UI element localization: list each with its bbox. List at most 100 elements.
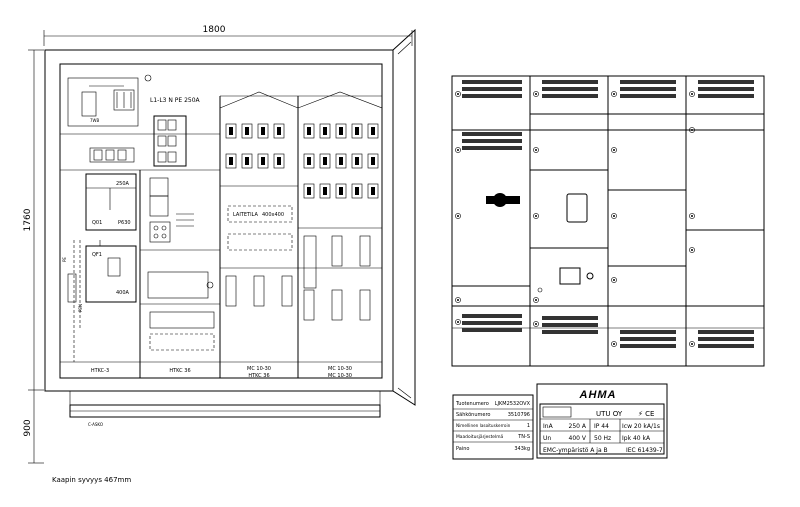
- knob-center: [457, 321, 459, 323]
- brand-logo: AHMA: [579, 389, 617, 401]
- ce-mark-icon: ⚡ CE: [638, 410, 654, 418]
- knob-icon: [689, 213, 695, 219]
- nameplate: [536, 383, 668, 459]
- fuse-base: [241, 123, 253, 139]
- fuse-base: [273, 153, 285, 169]
- pe-label: PE: [62, 257, 67, 262]
- knob-icon: [689, 247, 695, 253]
- fuse-link: [245, 127, 249, 135]
- fuse-grid-section3: [225, 123, 285, 169]
- knob-icon: [533, 321, 539, 327]
- indicator-box: [559, 267, 581, 285]
- knob-icon: [455, 213, 461, 219]
- cabinet-body: [44, 28, 416, 418]
- pen-label: PEN: [78, 304, 83, 312]
- nameplate-r2-c4: Ipk 40 kA: [622, 435, 651, 442]
- type-row-1-label: Tuotenumero: [455, 401, 489, 407]
- fuse-link: [371, 187, 375, 195]
- qf1-rating: 400A: [116, 290, 130, 296]
- knob-icon: [611, 91, 617, 97]
- section-label-3a: MC 10-30: [247, 366, 271, 372]
- knob-center: [457, 215, 459, 217]
- fuse-link: [277, 157, 281, 165]
- vent-slot: [620, 344, 676, 348]
- fuse-link: [229, 127, 233, 135]
- socket-label: C-ASKO: [88, 422, 103, 427]
- small-breaker-group: [67, 77, 139, 127]
- fuse-link: [229, 157, 233, 165]
- vent-slot: [542, 87, 598, 91]
- fuse-base: [257, 153, 269, 169]
- vent-slot: [462, 94, 522, 98]
- section-label-1: HTKC-3: [91, 368, 109, 374]
- vent-slot: [462, 321, 522, 325]
- type-row-3-label: Nimellinen lasoituskerroin: [456, 423, 511, 428]
- dimension-height-lower: 900: [23, 419, 33, 436]
- type-row-2-label: Sähkönumero: [456, 412, 490, 418]
- fuse-base: [241, 153, 253, 169]
- section-label-3b: HTKC 36: [248, 373, 269, 379]
- knob-icon: [689, 341, 695, 347]
- vent-slot: [462, 139, 522, 143]
- fuse-link: [307, 127, 311, 135]
- vent-slot: [698, 330, 754, 334]
- type-table: [452, 394, 534, 460]
- type-row-3-value: 1: [527, 423, 530, 429]
- vent-slot: [620, 330, 676, 334]
- section2-devices: [147, 177, 215, 351]
- knob-center: [613, 215, 615, 217]
- front-view: [451, 75, 765, 367]
- blank-plate-2: [227, 233, 293, 251]
- fuse-link: [323, 127, 327, 135]
- vent-slot: [462, 80, 522, 84]
- fuse-base: [303, 123, 315, 139]
- qf1-label: QF1: [92, 252, 102, 258]
- fuse-link: [355, 127, 359, 135]
- vent-slot: [698, 87, 754, 91]
- knob-center: [613, 149, 615, 151]
- vent-slot: [462, 146, 522, 150]
- fuse-base: [273, 123, 285, 139]
- knob-center: [691, 249, 693, 251]
- fuse-link: [323, 157, 327, 165]
- screw-icon: [537, 287, 543, 293]
- vent-slot: [698, 80, 754, 84]
- fuse-base: [367, 183, 379, 199]
- vent-slot: [698, 337, 754, 341]
- fuse-base: [367, 153, 379, 169]
- vent-slot: [542, 323, 598, 327]
- knob-center: [457, 93, 459, 95]
- vent-slot: [620, 87, 676, 91]
- knob-center: [535, 149, 537, 151]
- fuse-link: [339, 127, 343, 135]
- nameplate-r1-c3: IP 44: [594, 423, 609, 430]
- type-row-5-label: Paino: [456, 446, 469, 452]
- knob-icon: [533, 213, 539, 219]
- knob-center: [691, 129, 693, 131]
- breaker-small-label: 7WB: [90, 118, 100, 123]
- knob-icon: [533, 297, 539, 303]
- nameplate-r1-c2: 250 A: [569, 423, 587, 430]
- earth-symbol-icon: [144, 74, 152, 82]
- knob-icon: [533, 147, 539, 153]
- vent-slot: [462, 328, 522, 332]
- knob-center: [691, 215, 693, 217]
- busbar-label: L1-L3 N PE 250A: [150, 97, 201, 104]
- lower-meters: [225, 235, 371, 321]
- fuse-link: [307, 157, 311, 165]
- vent-slot: [462, 87, 522, 91]
- dimension-lines: [28, 30, 413, 464]
- knob-center: [457, 149, 459, 151]
- nameplate-r2-c3: 50 Hz: [594, 435, 611, 442]
- knob-center: [457, 299, 459, 301]
- fuse-link: [261, 157, 265, 165]
- knob-center: [613, 93, 615, 95]
- knob-center: [535, 299, 537, 301]
- fuse-grid-section4: [303, 123, 379, 199]
- knob-icon: [611, 147, 617, 153]
- breaker-qf1: [85, 240, 137, 303]
- vent-slot: [620, 80, 676, 84]
- type-row-2-value: 3510796: [508, 412, 530, 418]
- vent-slot: [542, 316, 598, 320]
- indicator-lamp-icon: [586, 272, 594, 280]
